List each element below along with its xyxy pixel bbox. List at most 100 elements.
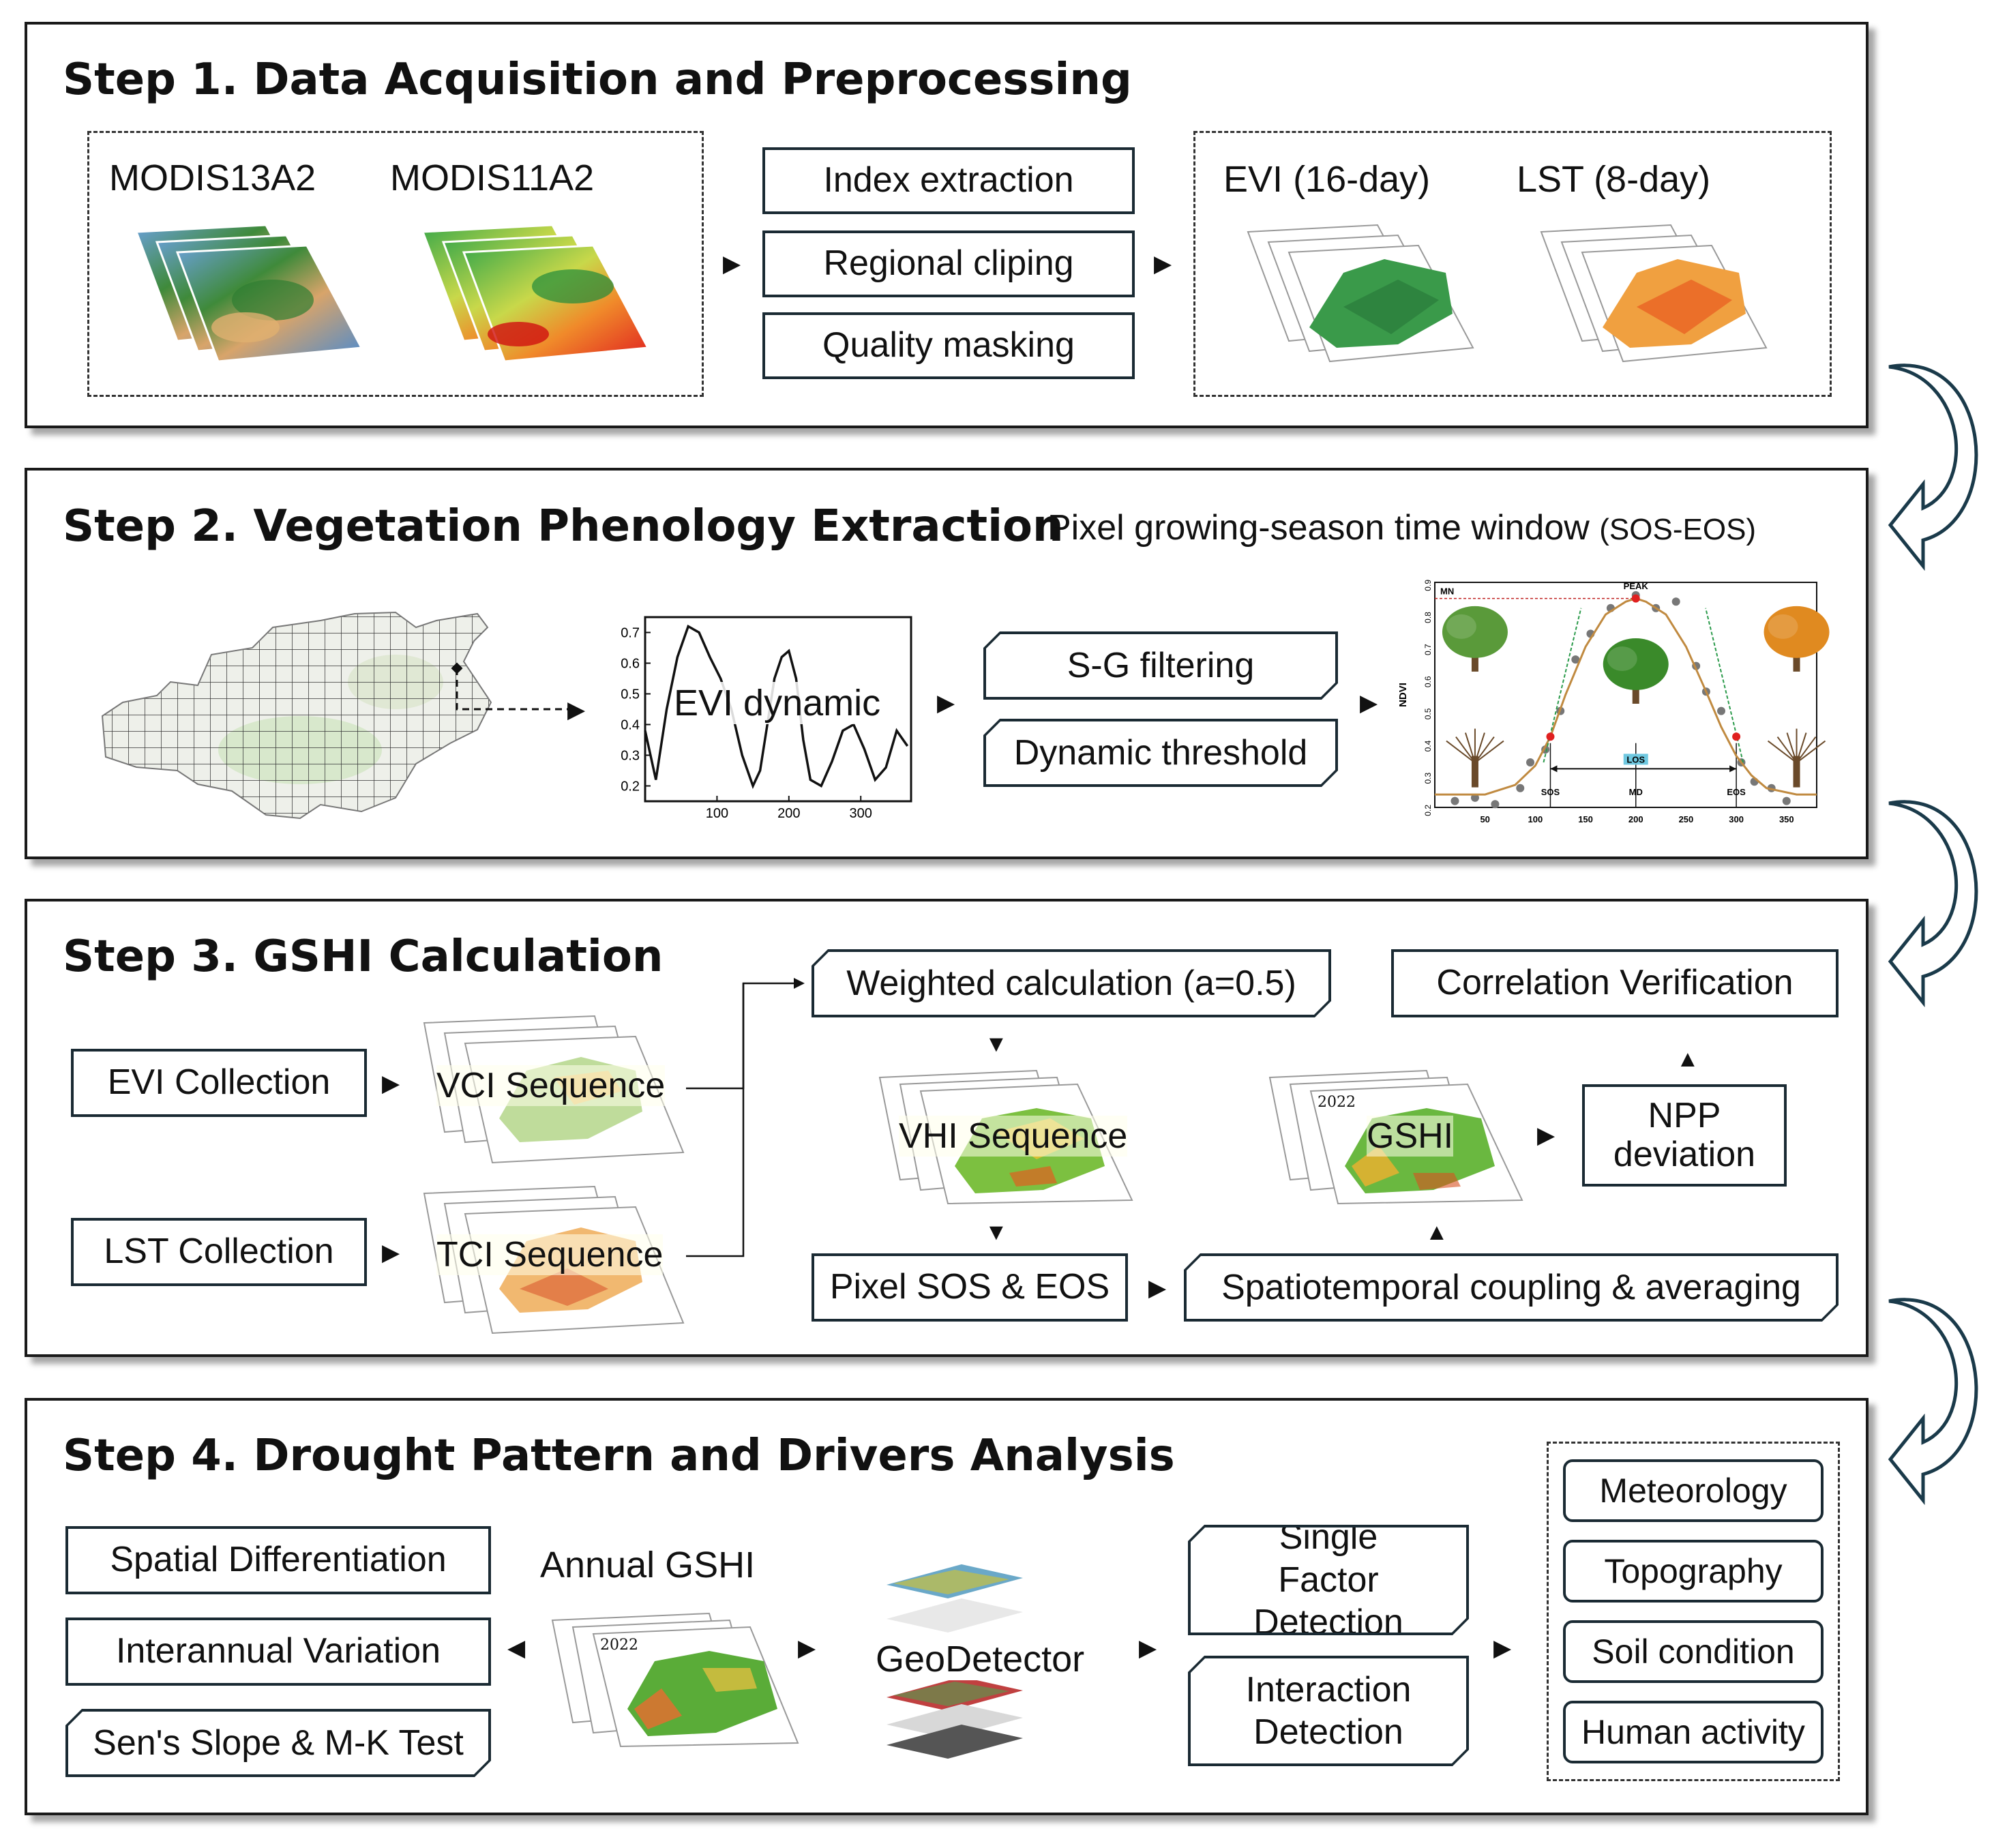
pheno-tree-spring-icon xyxy=(1442,606,1508,672)
meteorology-box: Meteorology xyxy=(1563,1459,1824,1522)
evi-xtick-label: 200 xyxy=(777,806,800,821)
pheno-observation-point xyxy=(1450,796,1459,805)
evi-output-label: EVI (16-day) xyxy=(1223,158,1430,200)
pheno-md-label: MD xyxy=(1629,787,1643,797)
tree-branch xyxy=(1796,740,1826,764)
tree-branch xyxy=(1786,732,1798,763)
step2-title: Step 2. Vegetation Phenology Extraction xyxy=(63,501,1064,552)
tree-branch xyxy=(1767,740,1798,764)
evi-series-line xyxy=(644,624,909,790)
sos-to-coupling-arrow: ▶ xyxy=(1148,1275,1167,1301)
pheno-xtick-label: 350 xyxy=(1779,814,1794,824)
single-factor-detection-box: Single Factor Detection xyxy=(1188,1525,1469,1635)
pheno-observation-point xyxy=(1717,706,1725,715)
lst-output-label: LST (8-day) xyxy=(1517,158,1710,200)
gshi-to-npp-arrow: ▶ xyxy=(1537,1122,1556,1148)
tree-branch xyxy=(1446,740,1476,764)
tree-canopy xyxy=(1603,638,1669,690)
modis13a2-image-stack xyxy=(134,224,363,363)
spatial-differentiation-box: Spatial Differentiation xyxy=(65,1526,491,1594)
pixel-sos-eos-box: Pixel SOS & EOS xyxy=(812,1253,1128,1322)
step3-title: Step 3. GSHI Calculation xyxy=(63,932,664,982)
curved-arrow-1-2 xyxy=(1888,363,1978,571)
evi-lst-output-group xyxy=(1193,131,1832,397)
study-area-grid-map xyxy=(101,611,573,820)
step1-title: Step 1. Data Acquisition and Preprocessi… xyxy=(63,55,1132,105)
coupling-to-gshi-arrow: ▲ xyxy=(1425,1219,1448,1245)
tree-trunk xyxy=(1471,756,1478,788)
evi-output-image-stack xyxy=(1247,224,1474,363)
annual-gshi-label: Annual GSHI xyxy=(540,1545,756,1585)
tree-branch xyxy=(1474,740,1504,764)
tree-branch xyxy=(1474,736,1495,764)
pheno-key-point xyxy=(1546,732,1555,741)
pheno-ytick-label: 0.5 xyxy=(1423,708,1433,719)
pheno-observation-point xyxy=(1516,784,1525,792)
evi-output-period: (16-day) xyxy=(1293,159,1431,200)
lst-collection-box: LST Collection xyxy=(71,1218,367,1286)
geodetector-label: GeoDetector xyxy=(876,1638,1085,1680)
npp-deviation-box: NPP deviation xyxy=(1582,1084,1787,1187)
evi-ytick-label: 0.7 xyxy=(621,626,640,641)
evi-xtick-label: 100 xyxy=(706,806,728,821)
pheno-xtick-label: 100 xyxy=(1528,814,1543,824)
window-label-paren: (SOS-EOS) xyxy=(1599,513,1757,546)
geodetector-layers-image xyxy=(887,1564,1023,1759)
tree-highlight xyxy=(1768,614,1798,639)
dynamic-threshold-box: Dynamic threshold xyxy=(983,719,1338,787)
pheno-key-point xyxy=(1631,594,1640,603)
tree-branch xyxy=(1776,736,1798,764)
pheno-fitted-curve xyxy=(1435,597,1817,796)
tci-sequence-label: TCI Sequence xyxy=(436,1234,664,1275)
evi-collection-box: EVI Collection xyxy=(71,1049,367,1117)
pheno-observation-point xyxy=(1571,655,1580,664)
pheno-xtick-label: 150 xyxy=(1578,814,1593,824)
threshold-to-pheno-arrow: ▶ xyxy=(1360,690,1378,716)
interaction-detection-text: Interaction Detection xyxy=(1191,1658,1466,1763)
evi-ytick-label: 0.4 xyxy=(621,718,640,733)
npp-to-correlation-arrow: ▲ xyxy=(1676,1046,1699,1072)
pheno-ytick-label: 0.9 xyxy=(1423,580,1433,591)
lst-output-name: LST xyxy=(1517,159,1584,200)
annual-gshi-image-stack xyxy=(551,1612,799,1748)
vhi-sequence-label: VHI Sequence xyxy=(899,1116,1128,1157)
interannual-variation-box: Interannual Variation xyxy=(65,1618,491,1686)
single-factor-detection-text: Single Factor Detection xyxy=(1191,1527,1466,1633)
curved-arrow-2-3 xyxy=(1888,800,1978,1008)
geodetector-to-detection-arrow: ▶ xyxy=(1139,1635,1157,1661)
tree-trunk xyxy=(1793,756,1800,788)
pheno-tree-autumn-icon xyxy=(1764,606,1830,672)
modis13a2-label: MODIS13A2 xyxy=(109,158,316,198)
tree-canopy xyxy=(1764,606,1830,658)
chart-to-filter-arrow: ▶ xyxy=(937,690,955,716)
sg-filtering-box: S-G filtering xyxy=(983,631,1338,700)
evi-ytick-label: 0.2 xyxy=(621,779,640,794)
pheno-sos-tangent xyxy=(1543,608,1582,763)
pheno-ytick-label: 0.6 xyxy=(1423,676,1433,687)
pheno-los-badge xyxy=(1623,754,1648,765)
quality-masking-box: Quality masking xyxy=(762,312,1135,379)
human-activity-box: Human activity xyxy=(1563,1701,1824,1763)
tree-branch xyxy=(1796,736,1817,764)
curved-arrow-3-4 xyxy=(1888,1298,1978,1506)
step1-arrow-1: ▶ xyxy=(723,251,741,277)
tree-canopy xyxy=(1442,606,1508,658)
pheno-tree-bare-right-icon xyxy=(1767,728,1826,788)
pheno-observation-point xyxy=(1526,758,1534,766)
pheno-ytick-label: 0.8 xyxy=(1423,612,1433,623)
dynamic-threshold-text: Dynamic threshold xyxy=(986,721,1335,784)
pheno-los-label: LOS xyxy=(1626,754,1645,764)
weighted-calculation-box: Weighted calculation (a=0.5) xyxy=(812,949,1331,1017)
modis-products-group xyxy=(87,131,704,397)
coupling-averaging-box: Spatiotemporal coupling & averaging xyxy=(1184,1253,1839,1322)
annual-to-analyses-arrow: ◀ xyxy=(507,1635,526,1661)
weighted-calculation-text: Weighted calculation (a=0.5) xyxy=(814,952,1328,1015)
lst-output-period: (8-day) xyxy=(1594,159,1711,200)
pheno-ytick-label: 0.7 xyxy=(1423,644,1433,655)
coupling-averaging-text: Spatiotemporal coupling & averaging xyxy=(1187,1256,1836,1319)
step1-arrow-2: ▶ xyxy=(1154,251,1172,277)
detection-to-factors-arrow: ▶ xyxy=(1493,1635,1512,1661)
topography-box: Topography xyxy=(1563,1540,1824,1603)
sens-slope-mk-text: Sen's Slope & M-K Test xyxy=(68,1712,488,1774)
